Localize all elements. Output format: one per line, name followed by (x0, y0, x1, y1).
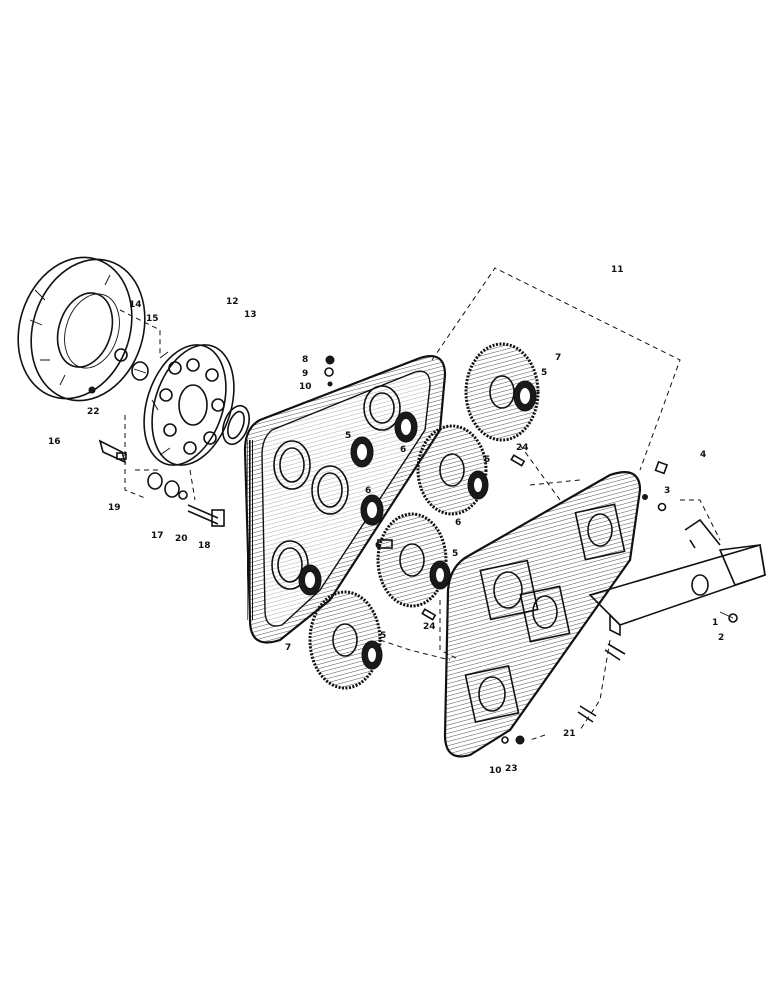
callout-labels: 1 2 3 4 5 5 5 5 5 6 6 6 6 7 7 8 9 10 10 … (48, 265, 724, 776)
label-4: 4 (700, 450, 706, 460)
label-6b: 6 (400, 445, 406, 455)
seal-ring-13 (222, 404, 250, 446)
label-6d: 6 (375, 541, 381, 551)
label-24b: 24 (423, 622, 436, 632)
label-16: 16 (48, 437, 61, 447)
mounting-bracket (588, 518, 766, 637)
gear-top-right (464, 342, 540, 442)
label-17: 17 (151, 531, 164, 541)
label-10b: 10 (489, 766, 502, 776)
label-19: 19 (108, 503, 121, 513)
label-15: 15 (146, 314, 159, 324)
label-10a: 10 (299, 382, 312, 392)
label-3: 3 (664, 486, 670, 496)
gear-bottom-left (308, 590, 383, 690)
gear-middle (416, 424, 489, 516)
label-22: 22 (87, 407, 100, 417)
label-23: 23 (505, 764, 518, 774)
front-cover-plate (443, 471, 642, 758)
label-1: 1 (712, 618, 718, 628)
label-5a: 5 (541, 368, 547, 378)
label-11: 11 (611, 265, 624, 275)
label-8: 8 (302, 355, 308, 365)
label-5d: 5 (380, 631, 386, 641)
label-20: 20 (175, 534, 188, 544)
label-7b: 7 (285, 643, 291, 653)
label-14: 14 (129, 300, 142, 310)
label-24a: 24 (516, 443, 529, 453)
leader-lines-left (119, 309, 196, 501)
label-6c: 6 (455, 518, 461, 528)
label-18: 18 (198, 541, 211, 551)
label-21: 21 (563, 729, 576, 739)
label-6a: 6 (365, 486, 371, 496)
label-2: 2 (718, 633, 724, 643)
label-12: 12 (226, 297, 239, 307)
label-5b: 5 (484, 455, 490, 465)
label-13: 13 (244, 310, 257, 320)
label-5c: 5 (452, 549, 458, 559)
label-7a: 7 (555, 353, 561, 363)
gear-lower (376, 512, 451, 608)
bearings-rear (298, 411, 418, 596)
small-hardware-right (421, 454, 669, 745)
flange-ring-16 (17, 256, 146, 402)
label-9: 9 (302, 369, 308, 379)
leader-lines-right (379, 267, 721, 741)
hub-plate-12 (143, 344, 235, 466)
label-5e: 5 (345, 431, 351, 441)
